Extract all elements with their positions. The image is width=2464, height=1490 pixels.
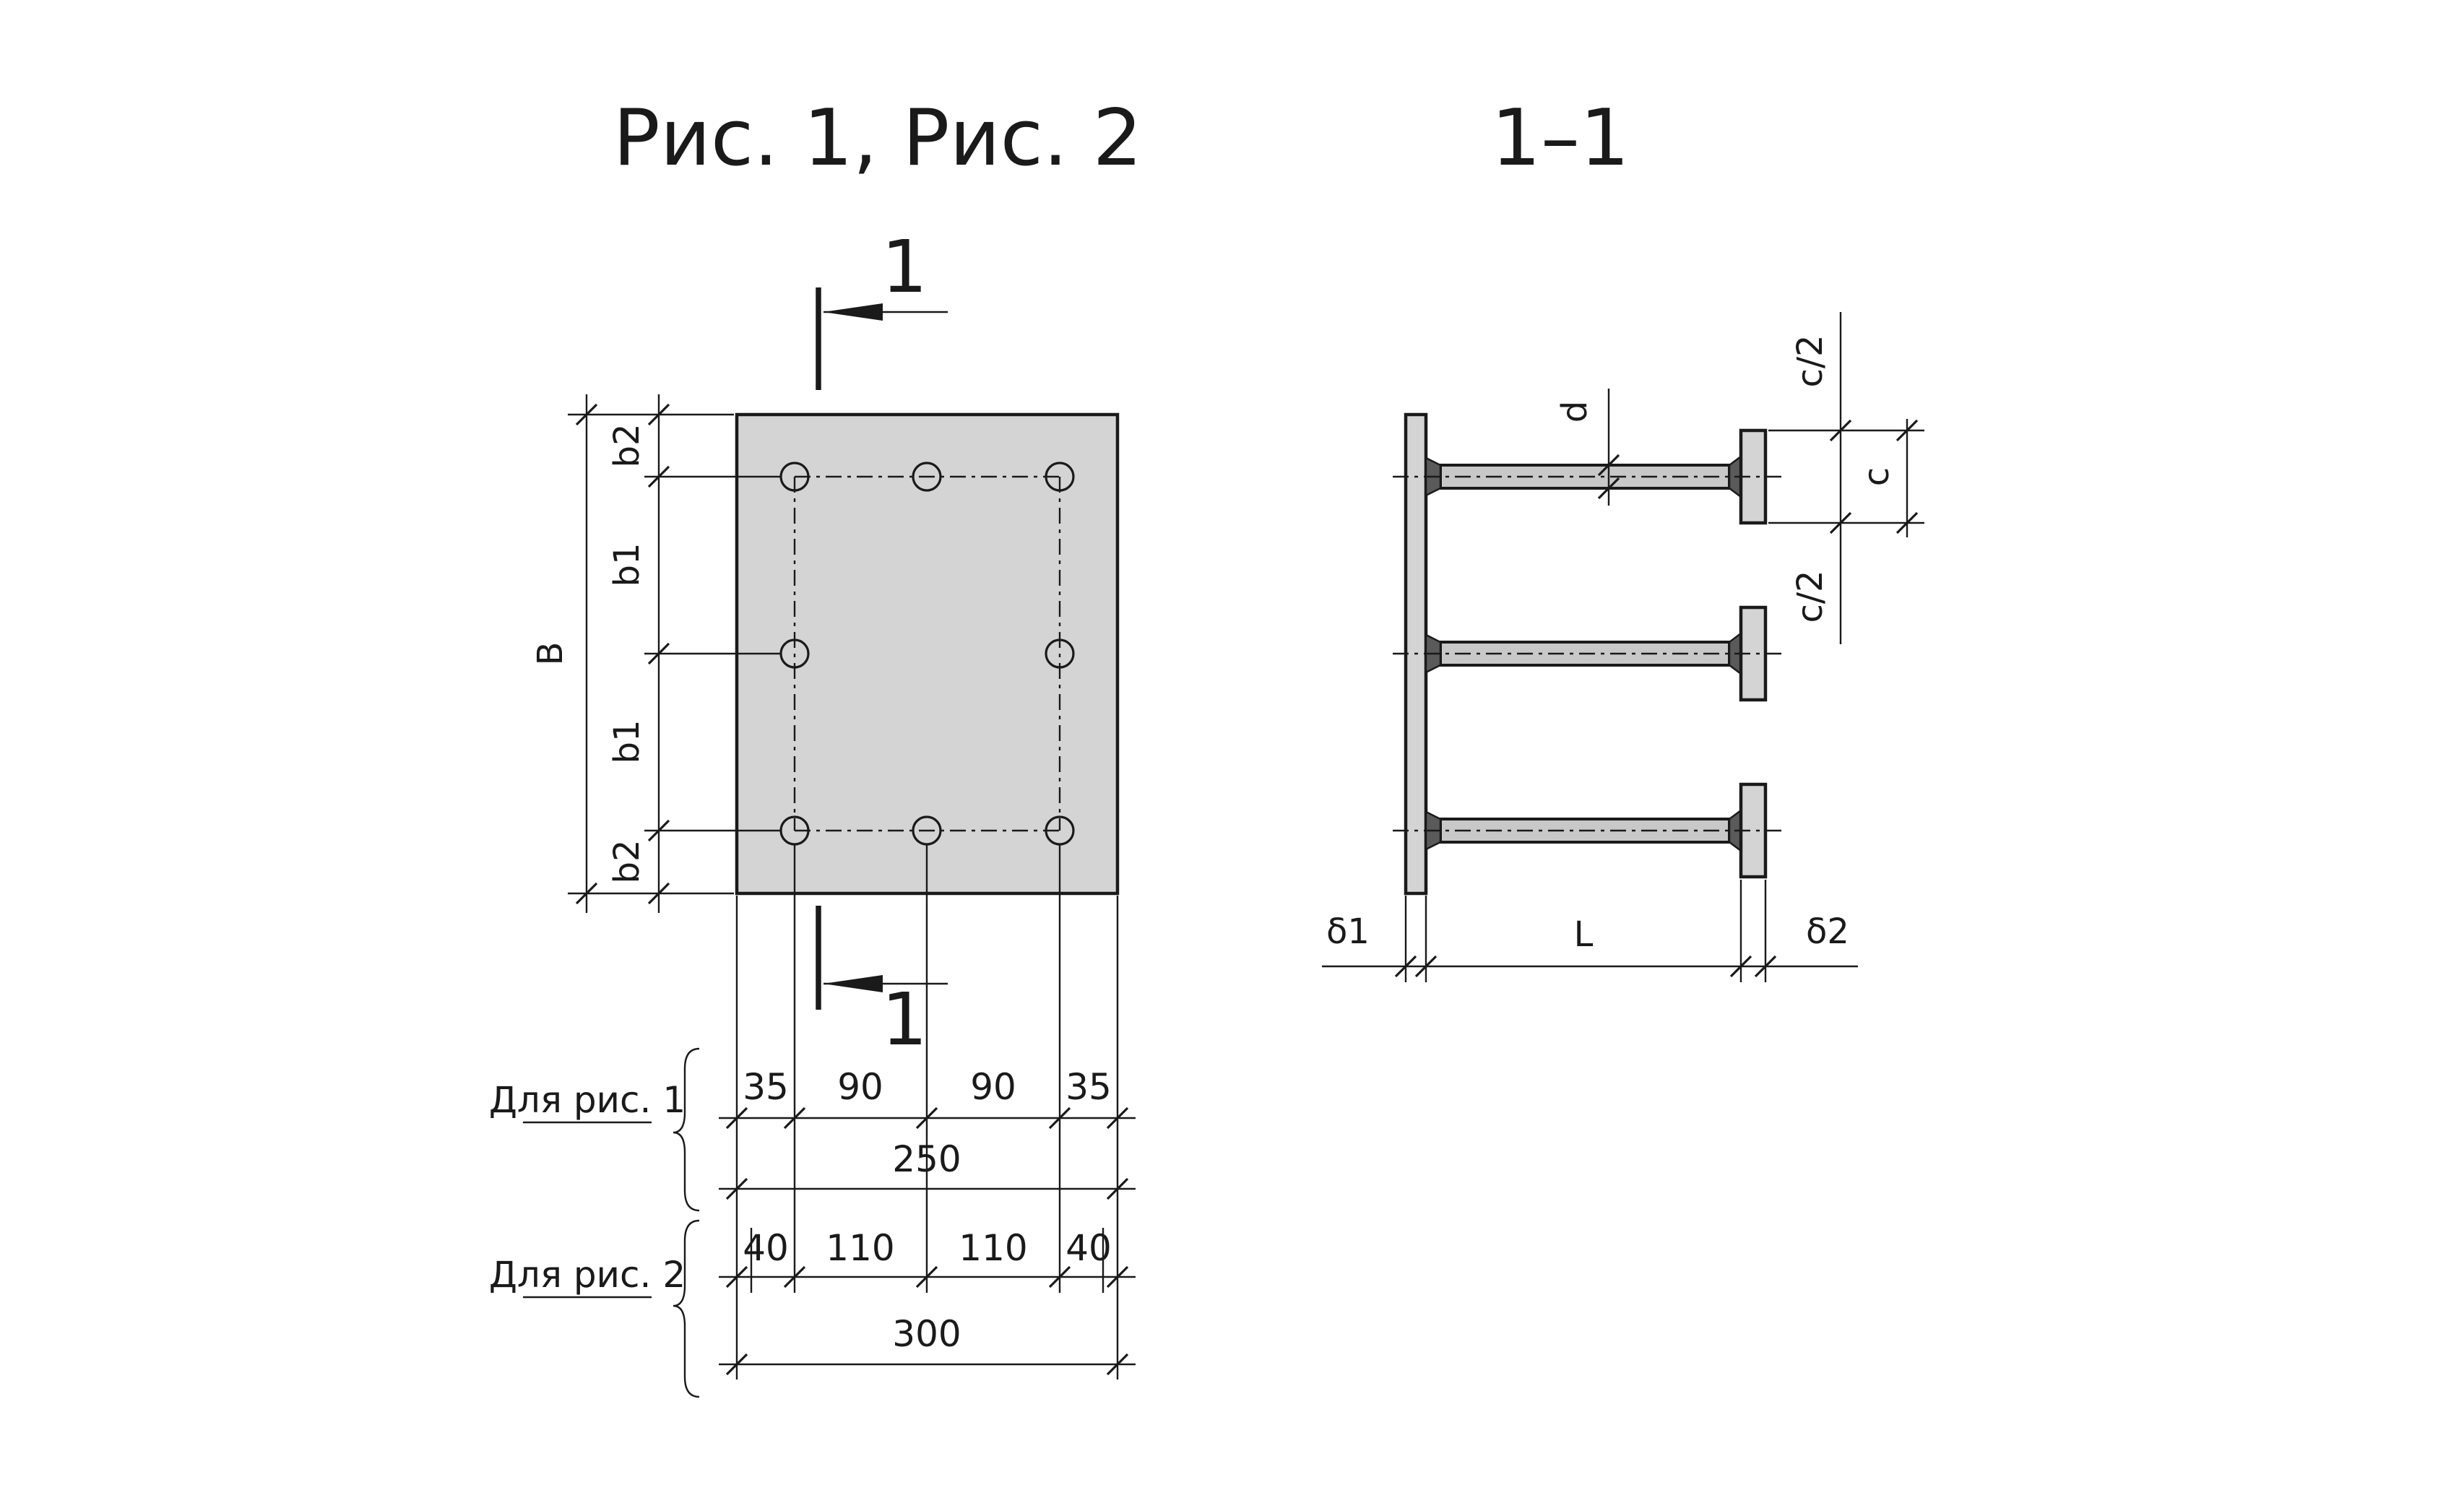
dim-segment: 90 — [837, 1066, 883, 1108]
dim-bottom-group: δ1 L δ2 — [1322, 880, 1858, 982]
fig2-caption: Для рис. 2 — [489, 1254, 686, 1296]
dim-b1-upper: b1 — [607, 542, 647, 586]
dim-c-half-top: c/2 — [1790, 334, 1830, 387]
dim-b2-lower: b2 — [607, 839, 647, 883]
dim-c-half-bottom: c/2 — [1790, 570, 1830, 623]
stud-hole — [1045, 462, 1075, 492]
section-mark-bottom: 1 — [816, 906, 948, 1062]
stud-hole — [779, 462, 810, 492]
stud — [1393, 605, 1781, 702]
dim-b2-upper: b2 — [607, 423, 647, 467]
dim-segment: 35 — [1065, 1066, 1112, 1108]
dim-delta2: δ2 — [1806, 911, 1849, 952]
plan-extension-lines — [735, 845, 1119, 1379]
stud-hole — [1045, 638, 1075, 669]
dim-delta1: δ1 — [1326, 911, 1370, 952]
base-plate — [735, 412, 1120, 896]
plan-title: Рис. 1, Рис. 2 — [613, 93, 1143, 183]
dim-total: 250 — [892, 1138, 961, 1180]
stud-hole — [912, 815, 942, 846]
stud — [1393, 782, 1781, 879]
section-mark-label: 1 — [881, 225, 928, 309]
dim-segment: 40 — [1065, 1227, 1112, 1269]
stud-holes — [779, 462, 1075, 846]
section-mark-top: 1 — [816, 225, 948, 390]
dim-c: c — [1856, 467, 1897, 486]
stud — [1393, 428, 1781, 525]
plan-vertical-dimensions: B b2 b1 b1 b2 — [530, 394, 780, 913]
fig1-dimensions: 35 90 90 35 250 Для рис. 1 — [489, 1047, 1136, 1212]
stud-hole — [912, 462, 942, 492]
stud-hole — [779, 638, 810, 669]
fig1-caption: Для рис. 1 — [489, 1079, 686, 1121]
dim-d-group: d — [1555, 389, 1620, 506]
dim-segment: 40 — [743, 1227, 789, 1269]
plan-view: 1 1 B — [489, 225, 1136, 1398]
dim-L: L — [1574, 914, 1594, 955]
section-view: d c/2 c c/2 δ1 L — [1322, 312, 1924, 982]
dim-segment: 35 — [743, 1066, 789, 1108]
stud-hole — [779, 815, 810, 846]
stud-hole — [1045, 815, 1075, 846]
dim-total: 300 — [892, 1313, 961, 1355]
dim-segment: 110 — [826, 1227, 894, 1269]
dim-segment: 90 — [970, 1066, 1016, 1108]
dim-B: B — [530, 642, 571, 666]
fig2-dimensions: 40 110 110 40 300 Для рис. 2 — [489, 1219, 1136, 1398]
dim-b1-lower: b1 — [607, 719, 647, 763]
dim-segment: 110 — [959, 1227, 1027, 1269]
section-title: 1–1 — [1491, 93, 1629, 183]
dim-d: d — [1555, 401, 1595, 423]
dim-c-group: c/2 c c/2 — [1768, 312, 1924, 644]
section-mark-label: 1 — [881, 977, 928, 1062]
